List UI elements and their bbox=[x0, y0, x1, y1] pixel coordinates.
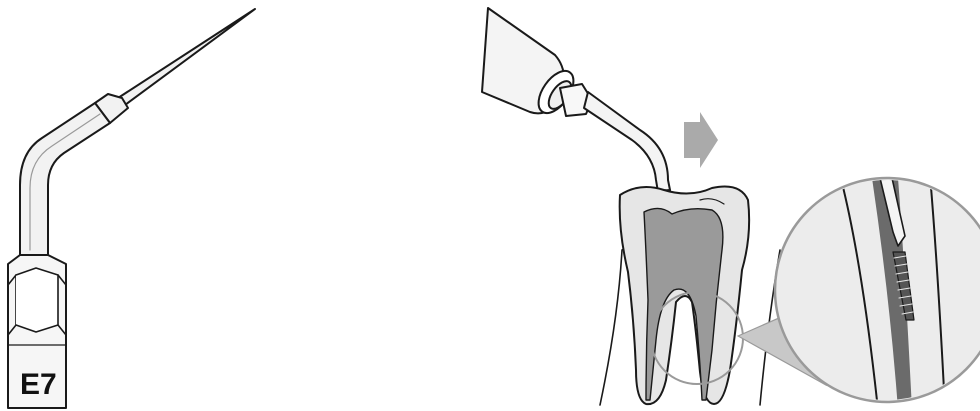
hex-facet-mid bbox=[16, 268, 58, 332]
handpiece-tip-shank bbox=[584, 92, 670, 192]
e7-tip-illustration: E7 bbox=[8, 9, 255, 408]
tip-shank bbox=[20, 103, 110, 255]
magnified-view bbox=[775, 175, 980, 410]
direction-arrow bbox=[684, 112, 718, 168]
tooth-illustration bbox=[600, 187, 780, 406]
tip-model-label: E7 bbox=[20, 368, 57, 401]
tip-needle bbox=[118, 9, 255, 105]
